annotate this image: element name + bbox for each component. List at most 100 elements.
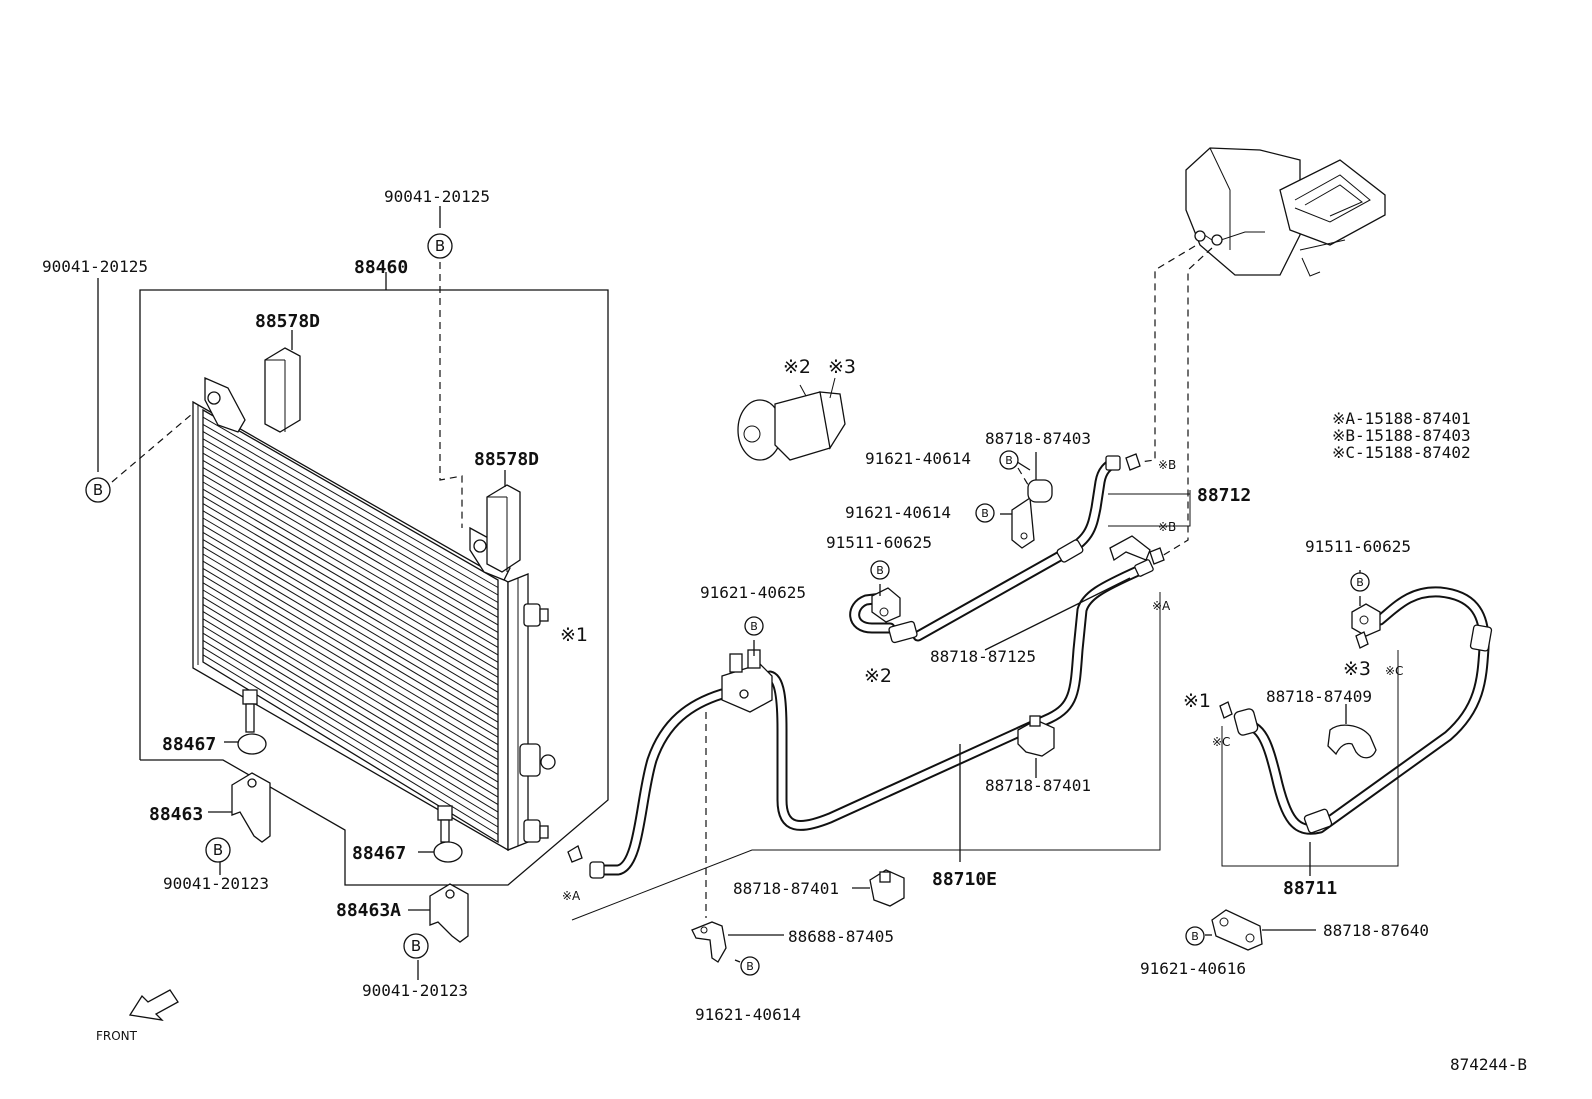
discharge-pipe-end [1134,559,1154,577]
hose-coupler-lower [1303,808,1333,834]
bracket-88688-87405[interactable] [691,921,727,963]
condenser-fin-line [202,632,499,813]
o-ring-a-left [567,845,583,863]
b-marker-letter: B [981,507,989,520]
bracket-88578d-mid[interactable] [486,484,521,573]
callout-ref3-compressor: ※3 [828,356,856,378]
callout-ref1-condenser: ※1 [560,624,588,646]
label-pipe-88712: 88712 [1197,485,1251,506]
label-clamp-87401-a: 88718-87401 [985,776,1091,795]
label-support-2: 88463A [336,900,401,921]
pipe-junction-block [721,649,773,713]
b-marker-letter: B [1356,576,1364,589]
clamp-88718-87409[interactable] [1327,724,1377,759]
condenser-fin-line [202,467,499,641]
condenser-fin-line [202,596,499,776]
b-marker-circle-icon [999,450,1019,470]
suction-hose-coupler [888,620,918,644]
label-bolt-91511-b: 91511-60625 [1305,537,1411,556]
compressor[interactable] [737,377,846,461]
condenser-fin-line [202,546,499,723]
label-clamp-bolt-3: 91621-40614 [695,1005,801,1024]
condenser-fin-line [202,495,499,671]
cushion-88467-lower[interactable] [433,805,463,863]
b-marker-circle-icon [427,233,453,259]
b-marker-circle-icon [85,477,111,503]
label-clamp-87401-b: 88718-87401 [733,879,839,898]
clamp-88718-87401-middle[interactable] [1017,715,1055,757]
condenser-fin-line [202,539,499,716]
bracket-88578d-top[interactable] [264,347,301,433]
suction-pipe-end [1105,455,1121,471]
front-arrow-icon [128,989,179,1021]
condenser-fin-line [202,625,499,806]
callout-refC-right: ※C [1385,664,1403,678]
condenser-fin-line [202,567,499,746]
pipe-88710e[interactable] [591,564,1146,876]
label-bracket-88688: 88688-87405 [788,927,894,946]
condenser-fin-line [202,474,499,648]
callout-refA-right: ※A [1152,599,1171,613]
legend-c: ※C-15188-87402 [1332,443,1471,462]
b-marker-letter: B [213,841,223,859]
condenser-fin-line [202,459,499,633]
b-marker-letter: B [93,481,103,499]
legend-b: ※B-15188-87403 [1332,426,1471,445]
b-marker-circle-icon [205,837,231,863]
condenser-fin-line [202,639,499,820]
clamp-88718-87125[interactable] [1109,535,1151,562]
b-marker-circle-icon [1350,572,1370,592]
label-condenser-assy: 88460 [354,257,408,278]
condenser-fin-line [202,553,499,731]
clamp-88718-87403[interactable] [1011,479,1053,549]
condenser-fin-line [202,654,499,835]
hose-88711[interactable] [1236,586,1490,835]
condenser-fin-line [202,481,499,656]
condenser-fin-line [202,510,499,686]
label-bolt-91511-a: 91511-60625 [826,533,932,552]
clamp-88718-87401-lower[interactable] [869,869,905,907]
condenser-fin-line [202,416,499,588]
condenser-fitting-upper[interactable] [523,603,549,627]
pipe-bracket-91511 [871,587,901,623]
support-88463a[interactable] [429,883,469,943]
condenser-core[interactable] [192,400,529,852]
condenser-fin-line [202,431,499,603]
support-88463[interactable] [231,772,271,843]
b-marker-letter: B [435,237,445,255]
evaporator-unit[interactable] [1185,147,1386,277]
callout-refB-lower: ※B [1158,520,1176,534]
label-bolt-91621-40616: 91621-40616 [1140,959,1246,978]
condenser-top-left-mount [204,377,246,433]
callout-ref2-compressor: ※2 [783,356,811,378]
label-support-1-bolt: 90041-20123 [163,874,269,893]
pipe-end-fitting [589,861,605,879]
label-support-1: 88463 [149,804,203,825]
label-bracket-mid: 88578D [474,449,539,470]
suction-pipe-coupler [1056,539,1084,563]
condenser-receiver-clamp [519,743,556,777]
condenser-fin-line [202,445,499,618]
b-marker-letter: B [1005,454,1013,467]
front-label: FRONT [96,1029,138,1043]
callout-ref3-hose: ※3 [1343,658,1371,680]
b-marker-circle-icon [870,560,890,580]
label-support-2-bolt: 90041-20123 [362,981,468,1000]
cushion-88467-upper[interactable] [237,689,267,755]
condenser-fin-line [202,647,499,828]
b-marker-letter: B [1191,930,1199,943]
label-clamp-87409: 88718-87409 [1266,687,1372,706]
label-bracket-top: 88578D [255,311,320,332]
o-ring-3 [1355,631,1369,649]
diagram-id: 874244-B [1450,1055,1527,1074]
condenser-fin-line [202,423,499,596]
callout-refB-upper: ※B [1158,458,1176,472]
clamp-88718-87640[interactable] [1211,909,1263,951]
legend-a: ※A-15188-87401 [1332,409,1471,428]
label-bolt-left: 90041-20125 [42,257,148,276]
condenser-fin-line [202,452,499,626]
b-marker-letter: B [876,564,884,577]
condenser-fitting-lower[interactable] [523,819,549,843]
callout-refA-left: ※A [562,889,581,903]
